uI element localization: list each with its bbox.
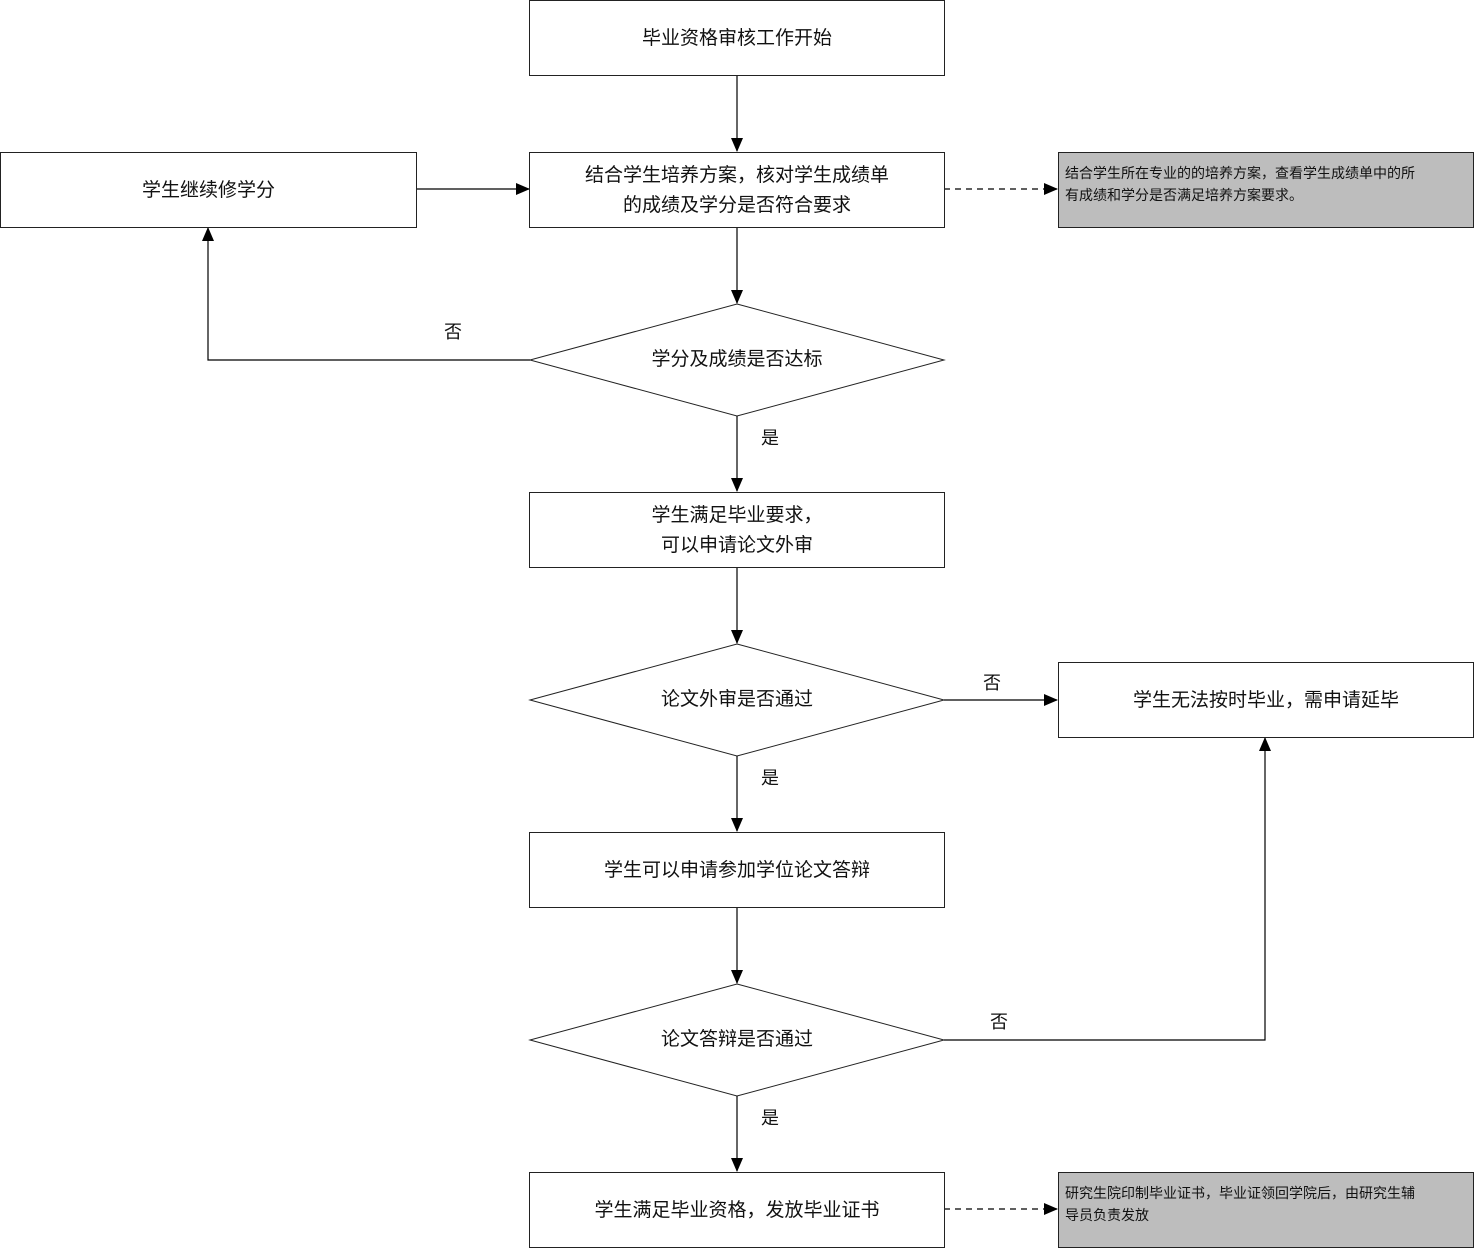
decision-defense-label: 论文答辩是否通过: [660, 1028, 813, 1050]
decision-review-label: 论文外审是否通过: [660, 688, 813, 710]
edge-label-credits-yes: 是: [761, 428, 779, 449]
meets-requirements-box: 学生满足毕业要求， 可以申请论文外审: [529, 492, 945, 568]
edge-label-review-no: 否: [983, 673, 1001, 694]
edge-label-defense-no: 否: [990, 1012, 1008, 1033]
arrow-defense-no: [944, 737, 1271, 1041]
edge-label-defense-yes: 是: [761, 1108, 779, 1129]
certificate-note-box: 研究生院印制毕业证书，毕业证领回学院后，由研究生辅 导员负责发放: [1058, 1172, 1474, 1248]
edge-label-credits-no: 否: [444, 322, 462, 343]
edge-label-review-yes: 是: [761, 768, 779, 789]
arrow-credits-no: [202, 227, 530, 361]
continue-credits-box: 学生继续修学分: [0, 152, 417, 228]
check-scores-box: 结合学生培养方案，核对学生成绩单 的成绩及学分是否符合要求: [529, 152, 945, 228]
issue-certificate-box: 学生满足毕业资格，发放毕业证书: [529, 1172, 945, 1248]
delay-graduation-box: 学生无法按时毕业，需申请延毕: [1058, 662, 1474, 738]
start-box: 毕业资格审核工作开始: [529, 0, 945, 76]
apply-defense-box: 学生可以申请参加学位论文答辩: [529, 832, 945, 908]
decision-credits-label: 学分及成绩是否达标: [651, 348, 823, 370]
check-note-box: 结合学生所在专业的的培养方案，查看学生成绩单中的所 有成绩和学分是否满足培养方案…: [1058, 152, 1474, 228]
